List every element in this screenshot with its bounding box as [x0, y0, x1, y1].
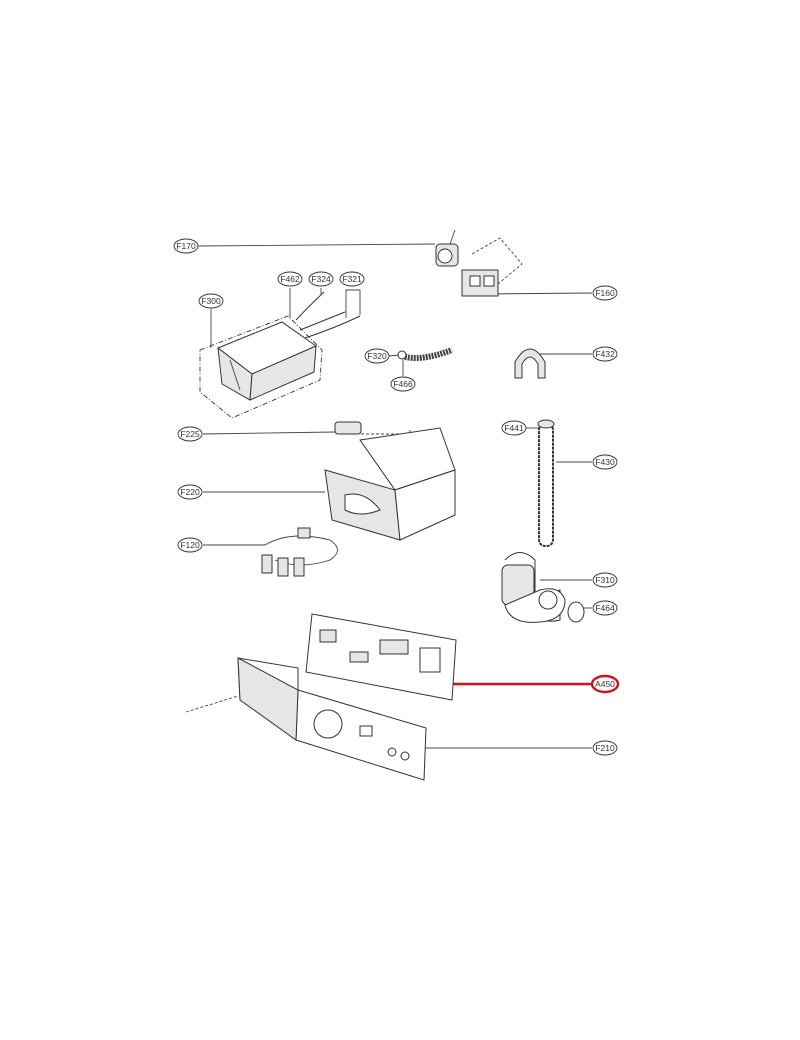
- label-text: F120: [180, 540, 200, 550]
- label-f300[interactable]: F300: [198, 293, 224, 309]
- part-f225-cap: [334, 421, 411, 435]
- label-f320[interactable]: F320: [364, 348, 390, 364]
- label-text: F441: [504, 423, 524, 433]
- label-f430[interactable]: F430: [592, 454, 618, 470]
- label-f220[interactable]: F220: [177, 484, 203, 500]
- label-f462[interactable]: F462: [277, 271, 303, 287]
- part-f120-harness: [261, 527, 338, 577]
- label-text: F430: [595, 457, 615, 467]
- label-f120[interactable]: F120: [177, 537, 203, 553]
- label-text: A450: [595, 679, 615, 689]
- label-f310[interactable]: F310: [592, 572, 618, 588]
- label-text: F160: [595, 288, 615, 298]
- label-text: F324: [311, 274, 331, 284]
- part-f300-dispenser-housing: [199, 315, 323, 419]
- label-f432[interactable]: F432: [592, 346, 618, 362]
- part-f160-valve: [461, 237, 523, 297]
- label-text: F170: [176, 241, 196, 251]
- label-text: F464: [595, 603, 615, 613]
- part-f310-pump-bellows: [501, 552, 566, 623]
- label-f464[interactable]: F464: [592, 600, 618, 616]
- part-f170-valve: [435, 229, 459, 267]
- label-f321[interactable]: F321: [339, 271, 365, 287]
- label-f225[interactable]: F225: [177, 426, 203, 442]
- label-text: F321: [342, 274, 362, 284]
- label-text: F432: [595, 349, 615, 359]
- label-text: F220: [180, 487, 200, 497]
- part-f464-clamp: [567, 601, 585, 623]
- part-f432-hose-guide: [514, 348, 546, 379]
- part-a450-pcb-assembly: [305, 613, 457, 701]
- label-text: F320: [367, 351, 387, 361]
- leader-lines: [197, 243, 593, 749]
- label-text: F466: [393, 379, 413, 389]
- label-a450-highlighted[interactable]: A450: [590, 674, 620, 694]
- label-text: F225: [180, 429, 200, 439]
- part-hoses: [295, 291, 361, 339]
- label-f324[interactable]: F324: [308, 271, 334, 287]
- part-f220-drawer: [324, 427, 456, 541]
- part-f320-hose: [397, 347, 454, 361]
- label-f466[interactable]: F466: [390, 376, 416, 392]
- label-text: F210: [595, 743, 615, 753]
- label-text: F462: [280, 274, 300, 284]
- label-f210[interactable]: F210: [592, 740, 618, 756]
- part-f430-drain-hose: [537, 419, 555, 547]
- part-f210-control-panel: [185, 657, 427, 781]
- label-f160[interactable]: F160: [592, 285, 618, 301]
- label-text: F310: [595, 575, 615, 585]
- label-f170[interactable]: F170: [173, 238, 199, 254]
- label-text: F300: [201, 296, 221, 306]
- label-f441[interactable]: F441: [501, 420, 527, 436]
